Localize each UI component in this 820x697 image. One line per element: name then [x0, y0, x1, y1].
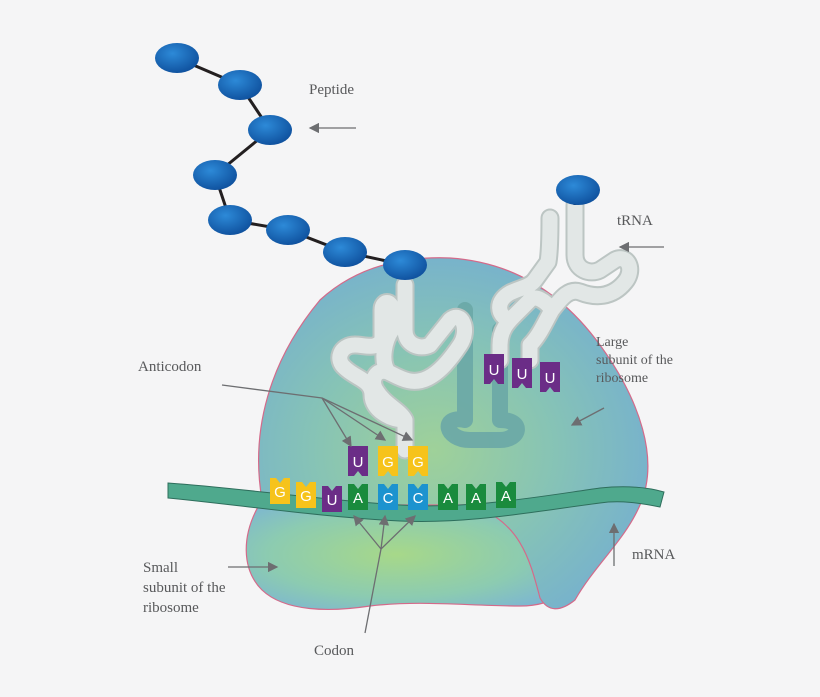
base-letter: U [353, 454, 364, 471]
amino-acid [218, 70, 262, 100]
base-letter: G [300, 488, 312, 505]
base-letter: U [517, 366, 528, 383]
peptide-chain [155, 43, 600, 280]
amino-acid-incoming [556, 175, 600, 205]
base-u: U [348, 446, 368, 476]
base-tile [484, 354, 504, 384]
base-letter: U [545, 370, 556, 387]
anticodon-pointer [321, 397, 387, 441]
base-a: A [466, 484, 486, 510]
base-a: A [348, 484, 368, 510]
trna-label: tRNA [617, 213, 653, 229]
codon-pointer [378, 514, 390, 550]
anticodon-pointer [221, 384, 323, 399]
base-tile [296, 482, 316, 508]
base-letter: G [412, 454, 424, 471]
codon-pointer [380, 515, 416, 550]
large-subunit-arrow [570, 407, 605, 426]
base-g: G [408, 446, 428, 476]
amino-acid [248, 115, 292, 145]
small-subunit-label: Small subunit of the ribosome [143, 560, 226, 616]
base-tile [466, 484, 486, 510]
base-tile [348, 446, 368, 476]
trna-shadow [440, 302, 525, 448]
base-g: G [270, 478, 290, 504]
codon-pointer [353, 514, 382, 550]
peptide-label: Peptide [309, 82, 354, 98]
large-subunit-label: Large subunit of the ribosome [596, 335, 673, 386]
base-letter: G [274, 484, 286, 501]
base-letter: A [443, 490, 453, 507]
amino-acid [208, 205, 252, 235]
base-tile [348, 484, 368, 510]
trna-p-site-fill [332, 277, 472, 458]
base-tile [512, 358, 532, 388]
amino-acid [193, 160, 237, 190]
anticodon-pointer [321, 397, 352, 448]
base-letter: A [501, 488, 511, 505]
base-tile [322, 486, 342, 512]
base-c: C [378, 484, 398, 510]
base-u: U [484, 354, 504, 384]
amino-acid [155, 43, 199, 73]
codon-pointer [364, 548, 382, 634]
base-tile [378, 484, 398, 510]
base-c: C [408, 484, 428, 510]
base-letter: C [413, 490, 424, 507]
base-letter: U [327, 492, 338, 509]
base-tile [438, 484, 458, 510]
anticodon-label: Anticodon [138, 359, 202, 375]
base-a: A [438, 484, 458, 510]
pointer-lines [221, 122, 664, 634]
base-tile [540, 362, 560, 392]
codon-label: Codon [314, 643, 355, 659]
trna-incoming-fill [492, 197, 638, 368]
base-tile [496, 482, 516, 508]
base-u: U [512, 358, 532, 388]
base-g: G [296, 482, 316, 508]
base-letter: U [489, 362, 500, 379]
base-tile [270, 478, 290, 504]
base-g: G [378, 446, 398, 476]
base-tile [408, 446, 428, 476]
base-letter: A [353, 490, 363, 507]
amino-acid [266, 215, 310, 245]
amino-acid [323, 237, 367, 267]
base-tile [408, 484, 428, 510]
base-tile [378, 446, 398, 476]
amino-acid [383, 250, 427, 280]
base-u: U [540, 362, 560, 392]
mrna-label: mRNA [632, 547, 676, 563]
base-u: U [322, 486, 342, 512]
base-letter: C [383, 490, 394, 507]
base-letter: G [382, 454, 394, 471]
base-a: A [496, 482, 516, 508]
anticodon-pointer [321, 397, 414, 441]
base-letter: A [471, 490, 481, 507]
